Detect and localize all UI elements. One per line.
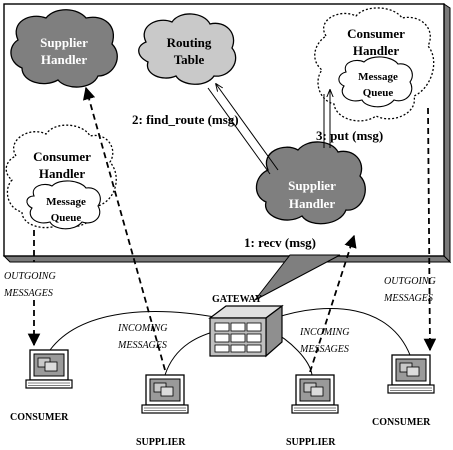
incoming-right-label: INCOMING MESSAGES [299, 327, 349, 355]
incoming-right-arrow [309, 234, 357, 373]
gateway-server-icon [208, 304, 284, 358]
incoming-left-arrow [82, 86, 166, 371]
incoming-left-label: INCOMING MESSAGES [117, 323, 167, 351]
gateway-label: GATEWAY [212, 294, 263, 305]
consumer-right-label: CONSUMER [372, 417, 431, 428]
svg-text:MESSAGES: MESSAGES [299, 344, 349, 355]
outgoing-right-arrow [423, 107, 437, 352]
supplier-left-terminal-icon [141, 374, 189, 414]
svg-text:MESSAGES: MESSAGES [117, 340, 167, 351]
consumer-handler-tr-label-line2: Handler [353, 43, 399, 58]
svg-text:OUTGOING: OUTGOING [4, 271, 56, 282]
message-queue-top-right: Message Queue [338, 56, 413, 108]
find-route-arrow [207, 84, 279, 175]
supplier-handler-center: Supplier Handler [255, 141, 366, 225]
message-queue-left-label-line2: Queue [51, 212, 82, 224]
supplier-right-label: SUPPLIER [286, 437, 336, 448]
consumer-handler-top-right: Consumer Handler Message Queue [314, 7, 435, 122]
message-queue-tr-label-line1: Message [358, 71, 398, 83]
consumer-handler-tr-label-line1: Consumer [347, 26, 405, 41]
supplier-handler-label-line1: Supplier [40, 35, 88, 50]
consumer-left-terminal-icon [25, 349, 73, 389]
consumer-handler-left-label-line2: Handler [39, 166, 85, 181]
consumer-handler-left: Consumer Handler Message Queue [5, 124, 117, 230]
routing-table-label-line2: Table [174, 52, 205, 67]
svg-text:MESSAGES: MESSAGES [383, 293, 433, 304]
svg-text:MESSAGES: MESSAGES [3, 288, 53, 299]
gateway-link-cone [254, 254, 341, 301]
supplier-handler-label-line2: Handler [41, 52, 87, 67]
message-queue-tr-label-line2: Queue [363, 87, 394, 99]
step-recv-label: 1: recv (msg) [244, 235, 316, 250]
outgoing-right-label: OUTGOING MESSAGES [383, 276, 436, 304]
step-put-label: 3: put (msg) [316, 128, 383, 143]
outgoing-left-label: OUTGOING MESSAGES [3, 271, 56, 299]
svg-text:OUTGOING: OUTGOING [384, 276, 436, 287]
consumer-right-terminal-icon [387, 354, 435, 394]
step-find-route-label: 2: find_route (msg) [132, 112, 239, 127]
put-arrow [323, 90, 330, 148]
routing-table: Routing Table [138, 13, 237, 85]
supplier-handler-center-label-line2: Handler [289, 196, 335, 211]
svg-text:INCOMING: INCOMING [299, 327, 349, 338]
message-queue-left: Message Queue [26, 180, 101, 230]
supplier-left-label: SUPPLIER [136, 437, 186, 448]
supplier-right-terminal-icon [291, 374, 339, 414]
supplier-handler-top-left: Supplier Handler [10, 9, 118, 88]
consumer-handler-left-label-line1: Consumer [33, 149, 91, 164]
svg-text:INCOMING: INCOMING [117, 323, 167, 334]
supplier-handler-center-label-line1: Supplier [288, 178, 336, 193]
message-queue-left-label-line1: Message [46, 196, 86, 208]
routing-table-label-line1: Routing [167, 35, 212, 50]
consumer-left-label: CONSUMER [10, 412, 69, 423]
